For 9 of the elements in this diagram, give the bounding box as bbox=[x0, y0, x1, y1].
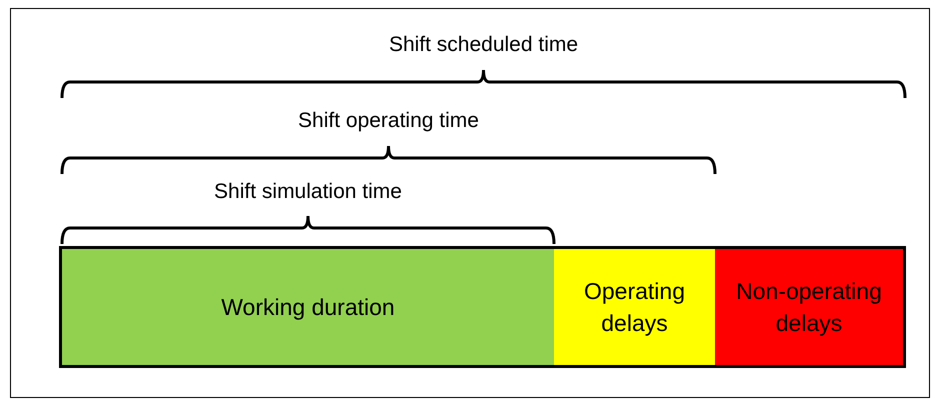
bar-segment bbox=[715, 246, 906, 368]
bar-segment bbox=[59, 246, 557, 368]
bracket-label: Shift scheduled time bbox=[388, 33, 578, 57]
bracket-label: Shift operating time bbox=[298, 109, 479, 133]
segment-label: Working duration bbox=[221, 292, 395, 322]
segment-label: Non-operating delays bbox=[735, 276, 883, 338]
segment-label: Operating delays bbox=[582, 276, 686, 338]
bar-segment bbox=[554, 246, 718, 368]
bracket-label: Shift simulation time bbox=[214, 180, 402, 204]
